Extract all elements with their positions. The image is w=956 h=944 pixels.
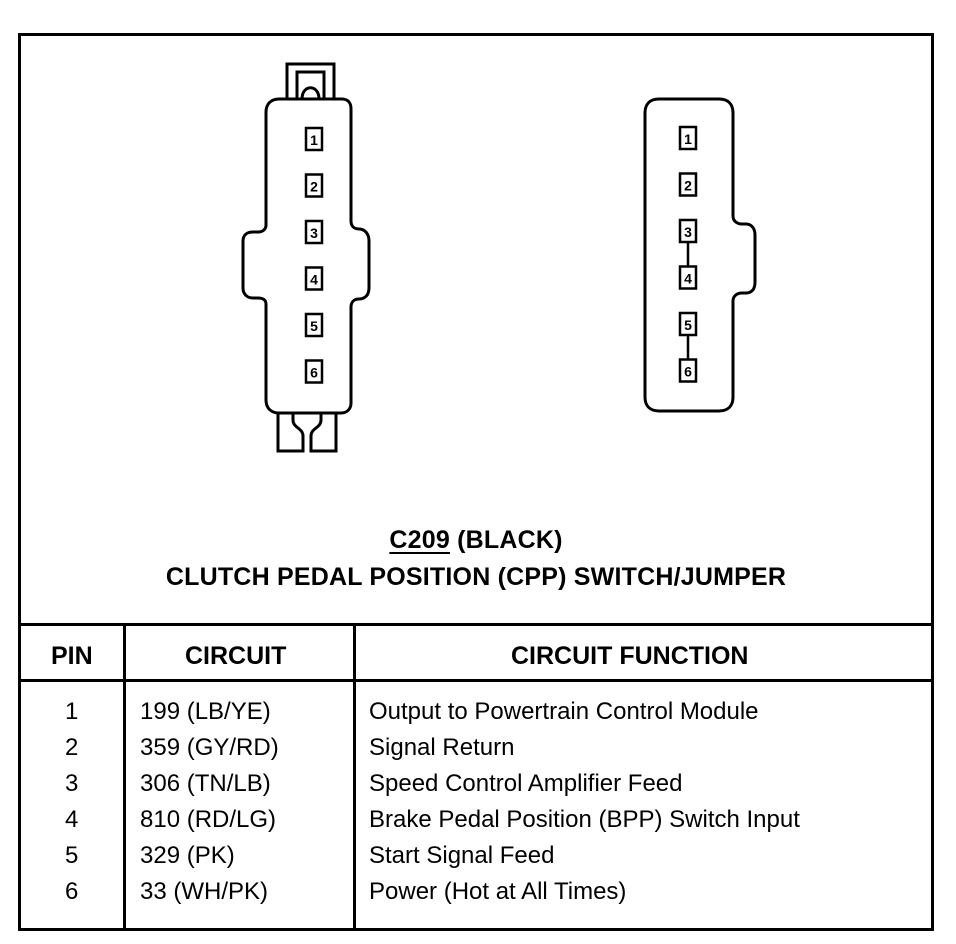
circuit-cell: 199 (LB/YE) <box>140 698 271 725</box>
function-cell: Power (Hot at All Times) <box>369 878 627 905</box>
pin-cell: 2 <box>65 734 79 761</box>
right-terminal-label: 2 <box>684 178 692 194</box>
left-terminal-3 <box>304 219 324 245</box>
pin-cell: 5 <box>65 842 79 869</box>
column-header-function: CIRCUIT FUNCTION <box>511 642 749 670</box>
left-terminal-label: 3 <box>310 225 318 241</box>
column-divider-pin <box>123 623 126 928</box>
right-terminal-label: 4 <box>684 271 692 287</box>
column-header-circuit: CIRCUIT <box>185 642 287 670</box>
function-cell: Brake Pedal Position (BPP) Switch Input <box>369 806 800 833</box>
left-terminal-4 <box>304 266 324 291</box>
function-cell: Output to Powertrain Control Module <box>369 698 759 725</box>
connector-views: 1 2 3 4 5 6 1 2 3 4 5 6 <box>241 62 757 453</box>
right-terminal-label: 5 <box>684 317 692 333</box>
right-terminal-1 <box>678 125 698 151</box>
terminal-group-left: 1 2 3 4 5 6 <box>304 126 324 384</box>
pin-cell: 1 <box>65 698 79 725</box>
pin-cell: 6 <box>65 878 79 905</box>
connector-color: (BLACK) <box>457 526 563 554</box>
left-terminal-label: 6 <box>310 365 318 381</box>
table-row: 4 810 (RD/LG) Brake Pedal Position (BPP) S… <box>21 806 931 842</box>
circuit-cell: 359 (GY/RD) <box>140 734 279 761</box>
table-row: 3 306 (TN/LB) Speed Control Amplifier Feed <box>21 770 931 806</box>
left-terminal-label: 5 <box>310 318 318 334</box>
connector-code: C209 <box>389 526 450 554</box>
connector-name: CLUTCH PEDAL POSITION (CPP) SWITCH/JUMPE… <box>165 563 787 591</box>
table-row: 6 33 (WH/PK) Power (Hot at All Times) <box>21 878 931 914</box>
table-top-rule <box>21 623 931 626</box>
left-terminal-6 <box>304 359 324 384</box>
function-cell: Speed Control Amplifier Feed <box>369 770 683 797</box>
right-terminal-label: 3 <box>684 224 692 240</box>
left-terminal-label: 4 <box>310 272 318 288</box>
pin-cell: 4 <box>65 806 79 833</box>
left-terminal-label: 2 <box>310 179 318 195</box>
table-row: 5 329 (PK) Start Signal Feed <box>21 842 931 878</box>
table-row: 2 359 (GY/RD) Signal Return <box>21 734 931 770</box>
left-terminal-1 <box>304 126 324 152</box>
circuit-cell: 810 (RD/LG) <box>140 806 277 833</box>
right-terminal-2 <box>678 172 698 197</box>
table-header-rule <box>21 679 931 682</box>
right-terminal-label: 1 <box>684 131 692 147</box>
left-terminal-2 <box>304 173 324 198</box>
circuit-cell: 33 (WH/PK) <box>140 878 269 905</box>
connector-id-line: C209 (BLACK) <box>21 526 931 555</box>
function-cell: Start Signal Feed <box>369 842 555 869</box>
circuit-cell: 329 (PK) <box>140 842 235 869</box>
column-header-pin: PIN <box>51 642 93 670</box>
left-terminal-5 <box>304 312 324 338</box>
connector-left-view <box>241 62 371 453</box>
function-cell: Signal Return <box>369 734 515 761</box>
right-terminal-label: 6 <box>684 364 692 380</box>
connector-right-view <box>643 97 757 413</box>
terminal-group-right: 1 2 3 4 5 6 <box>678 125 698 383</box>
circuit-cell: 306 (TN/LB) <box>140 770 271 797</box>
connector-diagram-frame: 1 2 3 4 5 6 1 2 3 4 5 6 C209 (BLACK) CLUTCH PEDAL … <box>18 33 934 931</box>
pin-cell: 3 <box>65 770 79 797</box>
left-terminal-label: 1 <box>310 132 318 148</box>
column-divider-circuit <box>353 623 356 928</box>
table-row: 1 199 (LB/YE) Output to Powertrain Control… <box>21 698 931 734</box>
